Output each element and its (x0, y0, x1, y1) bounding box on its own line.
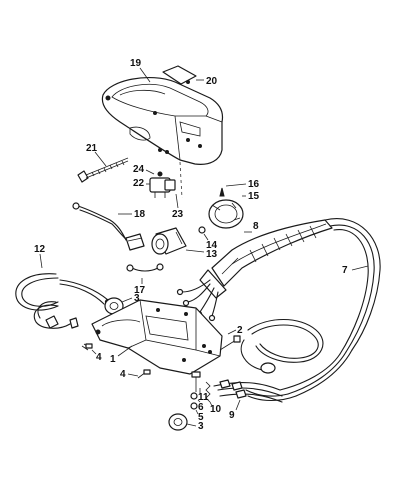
part-21-rod (77, 157, 129, 183)
callout-14: 14 (206, 240, 218, 251)
part-6-washer (190, 392, 198, 400)
callout-13: 13 (206, 249, 218, 260)
part-5-nut (190, 402, 198, 410)
part-9-terminal-leads (213, 379, 283, 403)
part-2-bolt (219, 335, 241, 351)
wire-loop-center (240, 319, 324, 374)
callout-6: 6 (198, 402, 204, 413)
callout-22: 22 (133, 178, 145, 189)
callout-3-lower: 3 (198, 421, 204, 432)
callout-21: 21 (86, 143, 98, 154)
callout-10: 10 (210, 404, 222, 415)
callout-1: 1 (110, 354, 116, 365)
callout-18: 18 (134, 209, 146, 220)
part-8-cable-bundle (199, 219, 333, 299)
callout-24: 24 (133, 164, 145, 175)
callout-17: 17 (134, 285, 146, 296)
callout-11: 11 (198, 392, 209, 403)
assembly-line (179, 161, 183, 199)
part-10-spring (205, 381, 211, 403)
callout-5: 5 (198, 412, 204, 423)
part-11-screw (191, 371, 201, 392)
callout-4-left: 4 (96, 352, 102, 363)
part-20-cover-plate (162, 65, 197, 85)
callout-20: 20 (206, 76, 218, 87)
part-7-cable-loop (245, 218, 381, 402)
callout-9: 9 (229, 410, 235, 421)
part-22-switch (149, 171, 176, 198)
callout-12: 12 (34, 244, 46, 255)
callout-16: 16 (248, 179, 260, 190)
callout-8: 8 (253, 221, 259, 232)
callout-15: 15 (248, 191, 260, 202)
callouts: 19 20 21 24 22 23 16 15 18 8 14 13 (34, 58, 369, 432)
part-4-pins (81, 343, 151, 379)
callout-7: 7 (342, 265, 348, 276)
callout-19: 19 (130, 58, 142, 69)
part-19-control-housing (101, 76, 224, 165)
part-17-lead (126, 263, 164, 272)
callout-4-lower: 4 (120, 369, 126, 380)
part-3-grommet-lower (168, 413, 188, 431)
callout-3-upper: 3 (134, 293, 140, 304)
callout-23: 23 (172, 209, 184, 220)
part-18-wire-harness (72, 202, 145, 251)
callout-2: 2 (237, 325, 243, 336)
part-15-socket (208, 187, 244, 229)
part-12-wire-loop (15, 273, 112, 329)
part-1-mounting-bracket (91, 299, 223, 375)
part-13-plug (151, 226, 206, 255)
part-3-grommet-upper (104, 297, 124, 315)
